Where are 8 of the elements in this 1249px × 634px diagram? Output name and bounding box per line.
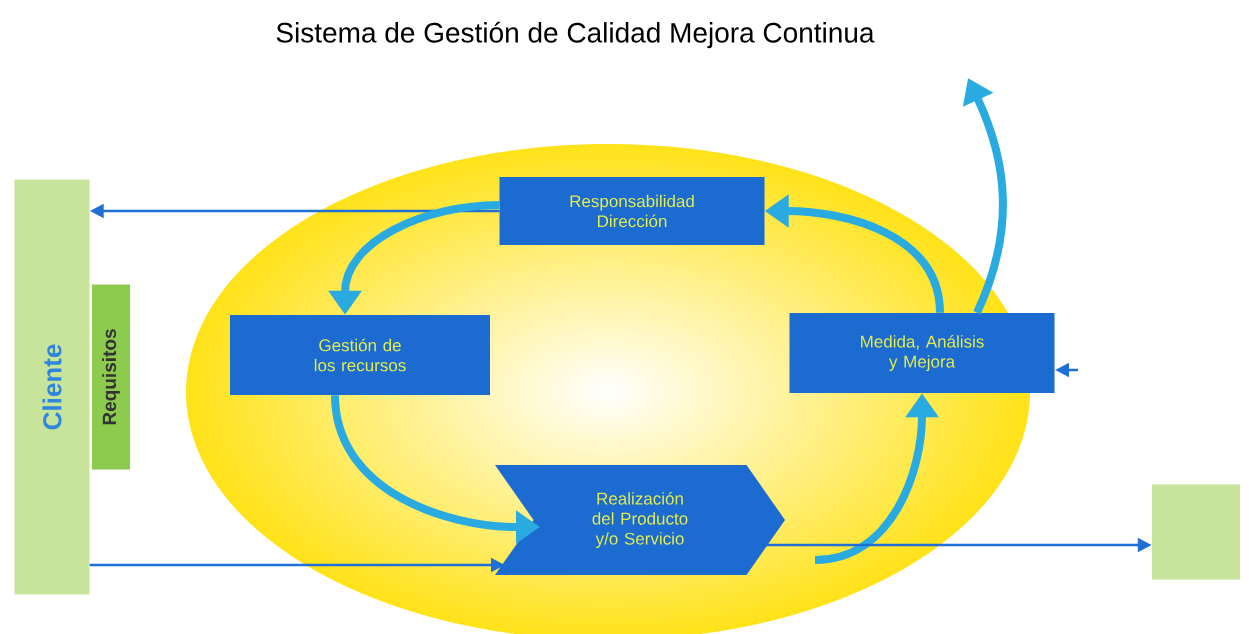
empty-box bbox=[1152, 484, 1240, 580]
process-box: Responsabilidad Dirección bbox=[499, 177, 765, 245]
label-bar: Requisitos bbox=[92, 284, 130, 470]
process-box: Gestión de los recursos bbox=[230, 315, 490, 395]
label-bar: Cliente bbox=[14, 179, 90, 595]
process-box: Medida, Análisis y Mejora bbox=[789, 313, 1055, 393]
title: Sistema de Gestión de Calidad Mejora Continua bbox=[276, 21, 875, 49]
process-arrow-box: Realización del Producto y/o Servicio bbox=[495, 465, 785, 575]
